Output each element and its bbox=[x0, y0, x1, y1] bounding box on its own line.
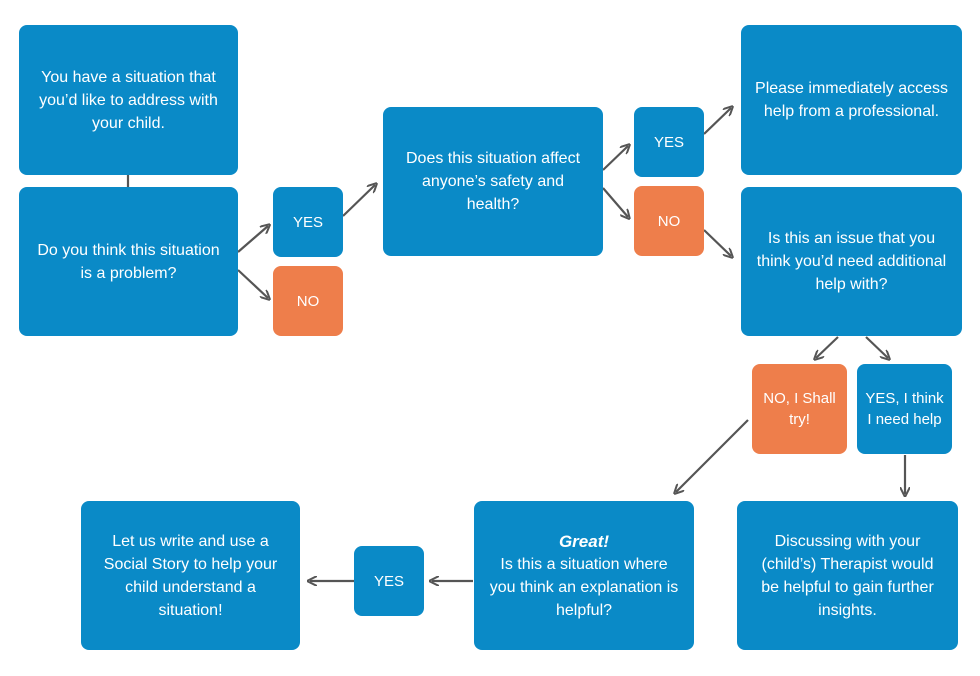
yes-box-1: YES bbox=[273, 187, 343, 257]
arrow-no-to-help-question bbox=[703, 229, 731, 256]
start-box: You have a situation that you’d like to … bbox=[19, 25, 238, 175]
professional-text: Please immediately access help from a pr… bbox=[755, 80, 948, 120]
problem-question-box: Do you think this situation is a problem… bbox=[19, 187, 238, 336]
professional-box: Please immediately access help from a pr… bbox=[741, 25, 962, 175]
arrow-safety-to-no bbox=[602, 187, 628, 217]
no-label-1: NO bbox=[296, 292, 320, 310]
arrow-no-try-to-great bbox=[676, 419, 749, 492]
no-box-1: NO bbox=[273, 266, 343, 336]
problem-question-text: Do you think this situation is a problem… bbox=[37, 241, 220, 282]
great-title: Great! bbox=[558, 531, 610, 551]
social-story-box: Let us write and use a Social Story to h… bbox=[81, 501, 300, 650]
yes-label-2: YES bbox=[653, 133, 684, 151]
safety-question-box: Does this situation affect anyone’s safe… bbox=[383, 107, 603, 256]
yes-label-1: YES bbox=[292, 213, 323, 231]
arrow-help-to-yes-help bbox=[865, 336, 888, 358]
safety-question-text: Does this situation affect anyone’s safe… bbox=[405, 150, 581, 213]
no-box-2: NO bbox=[634, 186, 704, 256]
no-label-2: NO bbox=[657, 212, 681, 230]
explanation-question-box: Great! Is this a situation where you thi… bbox=[474, 501, 694, 650]
yes-box-3: YES bbox=[354, 546, 424, 616]
yes-help-box: YES, I think I need help bbox=[857, 364, 952, 454]
help-question-box: Is this an issue that you think you’d ne… bbox=[741, 187, 962, 336]
arrow-problem-to-no bbox=[237, 269, 268, 298]
arrow-yes-to-safety bbox=[342, 185, 375, 217]
yes-label-3: YES bbox=[373, 572, 404, 590]
explanation-question-text: Is this a situation where you think an e… bbox=[489, 555, 679, 619]
no-try-box: NO, I Shall try! bbox=[752, 364, 847, 454]
therapist-box: Discussing with your (child’s) Therapist… bbox=[737, 501, 958, 650]
arrow-safety-to-yes bbox=[602, 146, 628, 171]
no-try-text: NO, I Shall try! bbox=[763, 390, 836, 428]
arrow-yes-to-professional bbox=[703, 108, 731, 135]
yes-box-2: YES bbox=[634, 107, 704, 177]
arrow-help-to-no-try bbox=[816, 336, 839, 358]
start-text: You have a situation that you’d like to … bbox=[39, 68, 218, 132]
therapist-text: Discussing with your (child’s) Therapist… bbox=[761, 532, 934, 619]
yes-help-text: YES, I think I need help bbox=[865, 390, 944, 428]
help-question-text: Is this an issue that you think you’d ne… bbox=[756, 230, 947, 293]
social-story-text: Let us write and use a Social Story to h… bbox=[103, 532, 278, 619]
arrow-problem-to-yes bbox=[237, 226, 268, 253]
